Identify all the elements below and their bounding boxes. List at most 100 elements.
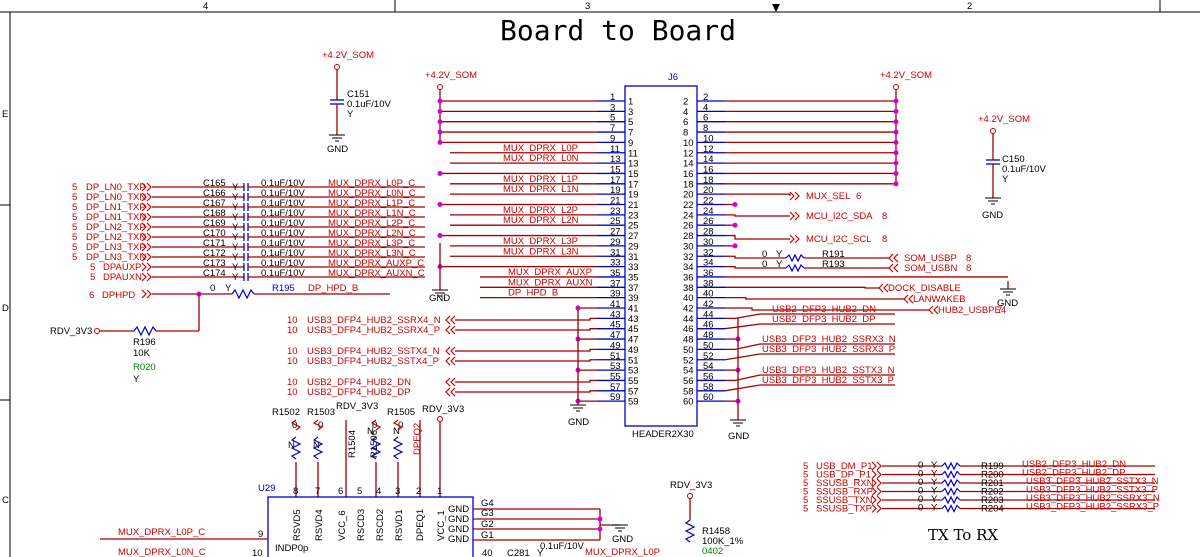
- cap-ref: C172: [203, 248, 226, 259]
- usb-dfp3-nets: USB2_DFP3_HUB2_DNUSB2_DFP3_HUB2_DPUSB3_D…: [724, 304, 896, 404]
- sheet-ref: 5: [803, 504, 808, 515]
- res-pop: Y: [776, 259, 783, 270]
- svg-text:G4: G4: [481, 498, 494, 509]
- pin-number: 26: [683, 221, 694, 232]
- sheet-ref: 5: [90, 262, 95, 273]
- svg-text:10K: 10K: [133, 348, 151, 359]
- hpd-circuit[interactable]: 6 DPHPD 0 Y R195 DP_HPD_B RDV_3V3 R196 1…: [50, 283, 390, 385]
- svg-text:10: 10: [252, 548, 263, 557]
- pin-number: 4: [703, 102, 708, 113]
- ic-pin-label: RSCD3: [356, 509, 367, 541]
- svg-text:0: 0: [398, 420, 403, 431]
- pin-number: 8: [683, 128, 688, 139]
- pin-number: 41: [610, 299, 621, 310]
- net-label: MUX_DPRX_L2N_C: [328, 228, 416, 239]
- ground-icon: [570, 404, 586, 412]
- pin-number: 17: [610, 175, 621, 186]
- svg-text:R195: R195: [272, 283, 295, 294]
- svg-text:GND: GND: [728, 431, 749, 442]
- ground-icon: [432, 289, 448, 297]
- ic-pin-label: VCC_6: [337, 510, 348, 541]
- pin-number: 53: [628, 366, 639, 377]
- pin-number: 7: [628, 128, 633, 139]
- svg-text:N: N: [313, 440, 320, 451]
- pin-number: 25: [610, 216, 621, 227]
- net-label: MCU_I2C_SDA: [806, 211, 873, 222]
- svg-text:0402: 0402: [702, 546, 723, 557]
- pin-number: 18: [703, 175, 714, 186]
- pin-number: 30: [703, 237, 714, 248]
- cap-value: 0.1uF/10V: [261, 198, 305, 209]
- pin-number: 28: [683, 231, 694, 242]
- pin-number: 7: [610, 123, 615, 134]
- pin-number: 48: [683, 335, 694, 346]
- pin-number: 19: [610, 185, 621, 196]
- cap-value: 0.1uF/10V: [261, 258, 305, 269]
- res-ref: R204: [981, 504, 1004, 515]
- sheet-ref: 5: [72, 242, 77, 253]
- pin-number: 19: [628, 190, 639, 201]
- svg-text:N: N: [367, 426, 374, 437]
- net-label: MUX_DPRX_AUXP: [508, 267, 592, 278]
- pin-number: 28: [703, 227, 714, 238]
- cap-c150[interactable]: +4.2V_SOM C150 0.1uF/10V Y GND: [978, 114, 1046, 221]
- port-dp_ln2_txp: DP_LN2_TXP: [86, 222, 146, 233]
- svg-text:R020: R020: [133, 362, 156, 373]
- sheet-ref: 6: [856, 191, 861, 202]
- zone-label: D: [2, 303, 9, 314]
- cap-pop: Y: [232, 232, 239, 243]
- cap-pop: Y: [232, 242, 239, 253]
- pin-number: 41: [628, 304, 639, 315]
- zone-label: 3: [585, 1, 590, 12]
- sheet-ref: 8: [882, 234, 887, 245]
- cap-ref: C166: [203, 188, 226, 199]
- port-dp_ln3_txp: DP_LN3_TXP: [86, 242, 146, 253]
- u29-strap-resistors[interactable]: R1502 R1503 RDV_3V3 R1505 RDV_3V3 0 0 0 …: [272, 401, 464, 497]
- sheet-ref: 10: [287, 377, 298, 388]
- svg-text:C150: C150: [1002, 154, 1025, 165]
- cap-ref: C173: [203, 258, 226, 269]
- pin-number: 8: [703, 123, 708, 134]
- sheet-ref: 5: [72, 202, 77, 213]
- sheet-ref: 5: [803, 487, 808, 498]
- sheet-ref: 5: [72, 212, 77, 223]
- sheet-ref: 10: [287, 346, 298, 357]
- net-label: MCU_I2C_SCL: [806, 234, 871, 245]
- pin-number: 24: [683, 210, 694, 221]
- net-label: MUX_DPRX_L3P: [503, 236, 578, 247]
- svg-text:R1503: R1503: [307, 407, 335, 418]
- pin-number: 23: [610, 206, 621, 217]
- sheet-ref: 5: [90, 272, 95, 283]
- cap-c151[interactable]: +4.2V_SOM C151 0.1uF/10V Y GND: [322, 50, 391, 155]
- pin-number: 11: [610, 144, 620, 155]
- pin-number: 43: [610, 309, 621, 320]
- zone-label: 4: [203, 1, 208, 12]
- net-label: MUX_DPRX_L1N_C: [328, 208, 416, 219]
- ic-pin-number: 8: [293, 486, 298, 497]
- j6-grounds: GND GND GND GND: [429, 243, 1018, 442]
- sheet-ref: 5: [803, 470, 808, 481]
- pin-number: 58: [683, 386, 694, 397]
- pin-number: 60: [683, 397, 694, 408]
- ic-u29[interactable]: U29 RSVD58RSVD47VCC_66RSCD35RSCD24RSVD13…: [100, 483, 660, 557]
- center-marker-icon: [772, 4, 780, 12]
- pin-number: 13: [628, 159, 639, 170]
- pin-number: 54: [683, 366, 694, 377]
- som-rail-right: +4.2V_SOM: [880, 70, 932, 186]
- pin-number: 32: [683, 252, 694, 263]
- cap-ref: C168: [203, 208, 226, 219]
- ground-icon: [1000, 288, 1016, 296]
- net-label: SOM_USBP: [904, 253, 957, 264]
- res-value: 0: [918, 477, 923, 488]
- cap-value: 0.1uF/10V: [261, 228, 305, 239]
- pin-number: 1: [610, 92, 615, 103]
- connector-ref: J6: [668, 72, 678, 83]
- svg-text:+4.2V_SOM: +4.2V_SOM: [978, 114, 1030, 125]
- cap-ref: C165: [203, 178, 226, 189]
- pin-number: 36: [703, 268, 714, 279]
- resistor-r1458[interactable]: RDV_3V3 R1458 100K_1% 0402: [670, 480, 744, 557]
